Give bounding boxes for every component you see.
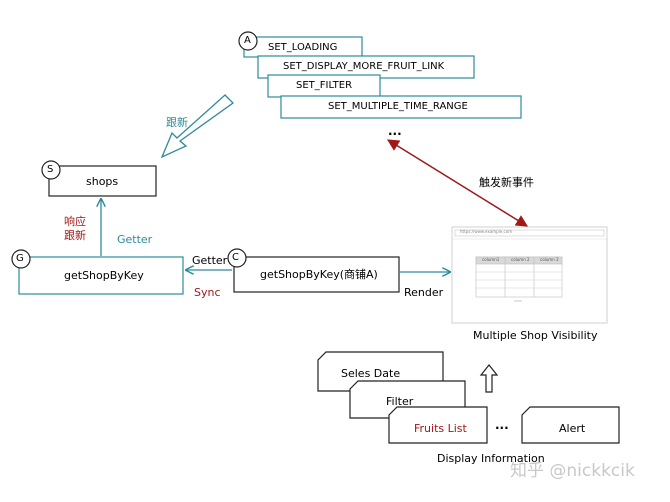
- getter-badge-circle: [11, 249, 31, 269]
- browser-view: [451, 226, 608, 324]
- view-caption: Multiple Shop Visibility: [473, 329, 598, 342]
- card-label-filter: Filter: [386, 395, 414, 408]
- action-label-set-display-more: SET_DISPLAY_MORE_FRUIT_LINK: [283, 61, 445, 72]
- getter-label: getShopByKey: [64, 269, 144, 282]
- actions-ellipsis: ...: [388, 124, 402, 138]
- display-card-fruits-list: [388, 406, 488, 444]
- getter-badge: G: [16, 253, 24, 264]
- display-ellipsis: ...: [495, 418, 509, 432]
- up-hollow-arrow: [479, 364, 499, 393]
- update-label: 跟新: [166, 116, 188, 129]
- respond-label-line2: 跟新: [64, 229, 86, 242]
- state-box: [48, 165, 157, 197]
- browser-address-bar: [454, 229, 605, 237]
- display-card-alert: [521, 406, 620, 444]
- sync-label: Sync: [194, 286, 221, 299]
- component-box: [233, 256, 400, 293]
- card-label-fruits-list: Fruits List: [414, 422, 467, 435]
- getter-box: [18, 256, 184, 295]
- update-hollow-arrow: [160, 94, 235, 159]
- browser-table-header: [475, 256, 563, 265]
- component-label: getShopByKey(商铺A): [260, 268, 378, 281]
- trigger-label: 触发新事件: [479, 176, 534, 189]
- display-caption: Display Information: [437, 452, 545, 465]
- state-label: shops: [86, 175, 119, 188]
- action-label-set-filter: SET_FILTER: [296, 80, 353, 91]
- component-badge: C: [232, 252, 239, 263]
- action-box-set-multiple-time-range: [280, 95, 522, 119]
- getter-left-label: Getter: [192, 254, 228, 267]
- respond-label-line1: 响应: [64, 215, 86, 228]
- table-header-2: column 2: [511, 257, 530, 262]
- table-header-1: column1: [482, 257, 500, 262]
- watermark: 知乎 @nickkcik: [510, 461, 635, 481]
- state-badge: S: [47, 164, 54, 175]
- card-label-seles-date: Seles Date: [341, 367, 401, 380]
- browser-url: https://www.example.com: [460, 229, 513, 234]
- action-label-set-loading: SET_LOADING: [268, 42, 338, 53]
- table-header-3: column 3: [540, 257, 559, 262]
- card-label-alert: Alert: [559, 422, 586, 435]
- action-badge-circle: [238, 31, 258, 51]
- action-badge: A: [244, 35, 251, 46]
- action-stack: [243, 36, 522, 119]
- component-badge-circle: [227, 248, 247, 268]
- trigger-arrow: [386, 139, 529, 227]
- getter-up-label: Getter: [117, 233, 153, 246]
- action-label-set-multiple-time-range: SET_MULTIPLE_TIME_RANGE: [328, 101, 468, 112]
- state-badge-circle: [41, 160, 61, 180]
- render-label: Render: [404, 286, 444, 299]
